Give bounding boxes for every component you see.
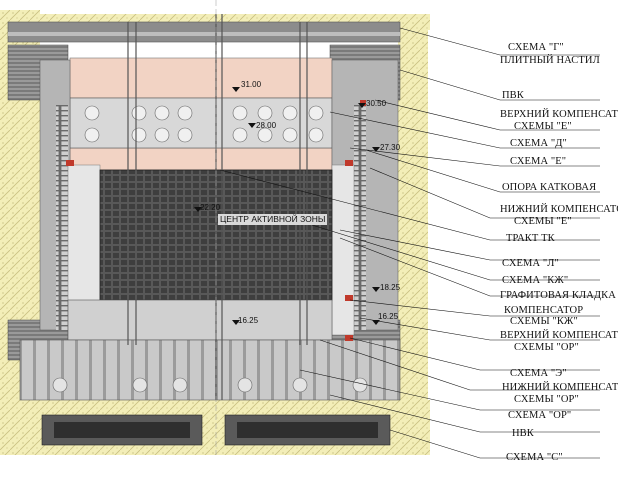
label-graphite-stack: ГРАФИТОВАЯ КЛАДКА (500, 290, 616, 301)
label-schema-g: СХЕМА "Г" (508, 42, 564, 53)
label-schema-or: СХЕМА "ОР" (508, 410, 572, 421)
leader-lines (219, 27, 600, 459)
elevation-22-20: 22.20 (200, 203, 221, 212)
support-schema-s-right-core (237, 422, 378, 438)
support-schema-s-left-core (54, 422, 190, 438)
label-roller-support: ОПОРА КАТКОВАЯ (502, 182, 597, 193)
plate-deck-strip (8, 32, 400, 36)
label-lower-comp-or-1: НИЖНИЙ КОМПЕНСАТОР (502, 382, 618, 393)
label-pvk: ПВК (502, 90, 524, 101)
label-schema-d: СХЕМА "Д" (510, 138, 567, 149)
elevation-16-25-right: 16.25 (378, 312, 399, 321)
label-schema-e: СХЕМА "Е" (510, 156, 567, 167)
label-upper-comp-e-1: ВЕРХНИЙ КОМПЕНСАТОР (500, 109, 618, 120)
label-comp-kzh-2: СХЕМЫ "КЖ" (510, 316, 578, 327)
label-upper-comp-or-2: СХЕМЫ "ОР" (514, 342, 579, 353)
label-lower-comp-e-2: СХЕМЫ "Е" (514, 216, 572, 227)
right-reflector (331, 164, 355, 336)
label-schema-l: СХЕМА "Л" (502, 258, 559, 269)
label-lower-comp-e-1: НИЖНИЙ КОМПЕНСАТОР (500, 204, 618, 215)
label-schema-s: СХЕМА "С" (506, 452, 563, 463)
core-center-label: ЦЕНТР АКТИВНОЙ ЗОНЫ (218, 214, 328, 225)
elevation-27-30: 27.30 (380, 143, 401, 152)
label-comp-kzh-1: КОМПЕНСАТОР (504, 305, 584, 316)
upper-protection-zone (69, 147, 333, 171)
elevation-16-25-left: 16.25 (238, 316, 259, 325)
elevation-marks (194, 87, 380, 325)
label-upper-comp-e-2: СХЕМЫ "Е" (514, 121, 572, 132)
elevation-31: 31.00 (241, 80, 262, 89)
upper-plate-ports (84, 105, 324, 143)
label-nvk: НВК (512, 428, 534, 439)
label-lower-comp-or-2: СХЕМЫ "ОР" (514, 394, 579, 405)
right-concrete-wall (398, 14, 428, 409)
label-schema-kzh: СХЕМА "КЖ" (502, 275, 569, 286)
elevation-18-25: 18.25 (380, 283, 401, 292)
lower-plate-ports (52, 377, 368, 393)
elevation-30-50: 30.50 (366, 99, 387, 108)
label-plate-deck: ПЛИТНЫЙ НАСТИЛ (500, 55, 600, 66)
lower-plate-schema-or (19, 339, 401, 401)
elevation-28: 28.00 (256, 121, 277, 130)
left-side-channels (56, 105, 68, 330)
label-tract-tk: ТРАКТ ТК (506, 233, 555, 244)
label-upper-comp-or-1: ВЕРХНИЙ КОМПЕНСАТОР (500, 330, 618, 341)
upper-steel-zone (69, 57, 333, 99)
right-side-channels (354, 105, 366, 330)
lower-compensator-zone (67, 299, 333, 341)
label-schema-ee: СХЕМА "Э" (510, 368, 567, 379)
